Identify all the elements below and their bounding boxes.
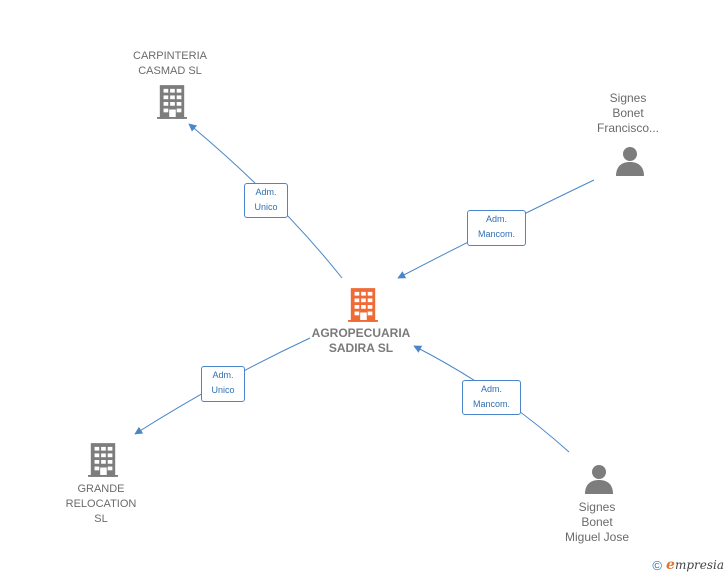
edge-label-line: Mancom. xyxy=(472,399,510,409)
francisco-node-label-line: Signes xyxy=(609,91,647,105)
grande-node-label[interactable]: GRANDE RELOCATION SL xyxy=(66,482,137,527)
francisco-node-label-line: Francisco... xyxy=(596,121,660,135)
carpinteria-node-label-line: CASMAD SL xyxy=(138,65,202,77)
miguel-node-label-line: Miguel Jose xyxy=(564,530,630,544)
edge-label-line: Mancom. xyxy=(477,229,515,239)
carpinteria-building-icon[interactable] xyxy=(157,85,187,119)
edge-label-line: Adm. xyxy=(480,384,502,394)
miguel-node-label-line: Signes xyxy=(578,500,616,514)
edge-label-line: Adm. xyxy=(212,370,234,380)
francisco-node-label[interactable]: Signes Bonet Francisco... xyxy=(597,91,659,136)
copyright-icon: © xyxy=(652,557,663,573)
grande-node-label-line: GRANDE xyxy=(77,483,125,495)
edge-label-line: Unico xyxy=(254,202,278,212)
grande-node-label-line: SL xyxy=(94,513,108,525)
main-node-label-line: SADIRA SL xyxy=(328,341,394,355)
brand-logo: empresia xyxy=(666,557,724,573)
miguel-node-label-line: Bonet xyxy=(581,515,613,529)
main-building-icon[interactable] xyxy=(348,288,378,322)
brand-initial: e xyxy=(666,557,675,573)
brand-name: mpresia xyxy=(674,558,724,572)
main-node-label[interactable]: AGROPECUARIA SADIRA SL xyxy=(312,326,411,356)
carpinteria-node-label[interactable]: CARPINTERIA CASMAD SL xyxy=(133,49,207,79)
edge-label-carpinteria[interactable]: Adm. Unico xyxy=(244,183,288,218)
francisco-person-icon[interactable] xyxy=(616,147,644,176)
edge-label-line: Unico xyxy=(211,385,235,395)
edge-label-grande[interactable]: Adm. Unico xyxy=(201,366,245,402)
edge-label-line: Adm. xyxy=(485,214,507,224)
grande-node-label-line: RELOCATION xyxy=(65,498,137,510)
edge-label-line: Adm. xyxy=(255,187,277,197)
miguel-node-label[interactable]: Signes Bonet Miguel Jose xyxy=(565,500,629,545)
carpinteria-node-label-line: CARPINTERIA xyxy=(133,50,207,62)
francisco-node-label-line: Bonet xyxy=(612,106,644,120)
edge-label-francisco[interactable]: Adm. Mancom. xyxy=(467,210,526,246)
brand-footer[interactable]: © empresia xyxy=(652,557,724,573)
main-node-label-line: AGROPECUARIA xyxy=(311,326,411,340)
edge-label-miguel[interactable]: Adm. Mancom. xyxy=(462,380,521,415)
miguel-person-icon[interactable] xyxy=(585,465,613,494)
grande-building-icon[interactable] xyxy=(88,443,118,477)
